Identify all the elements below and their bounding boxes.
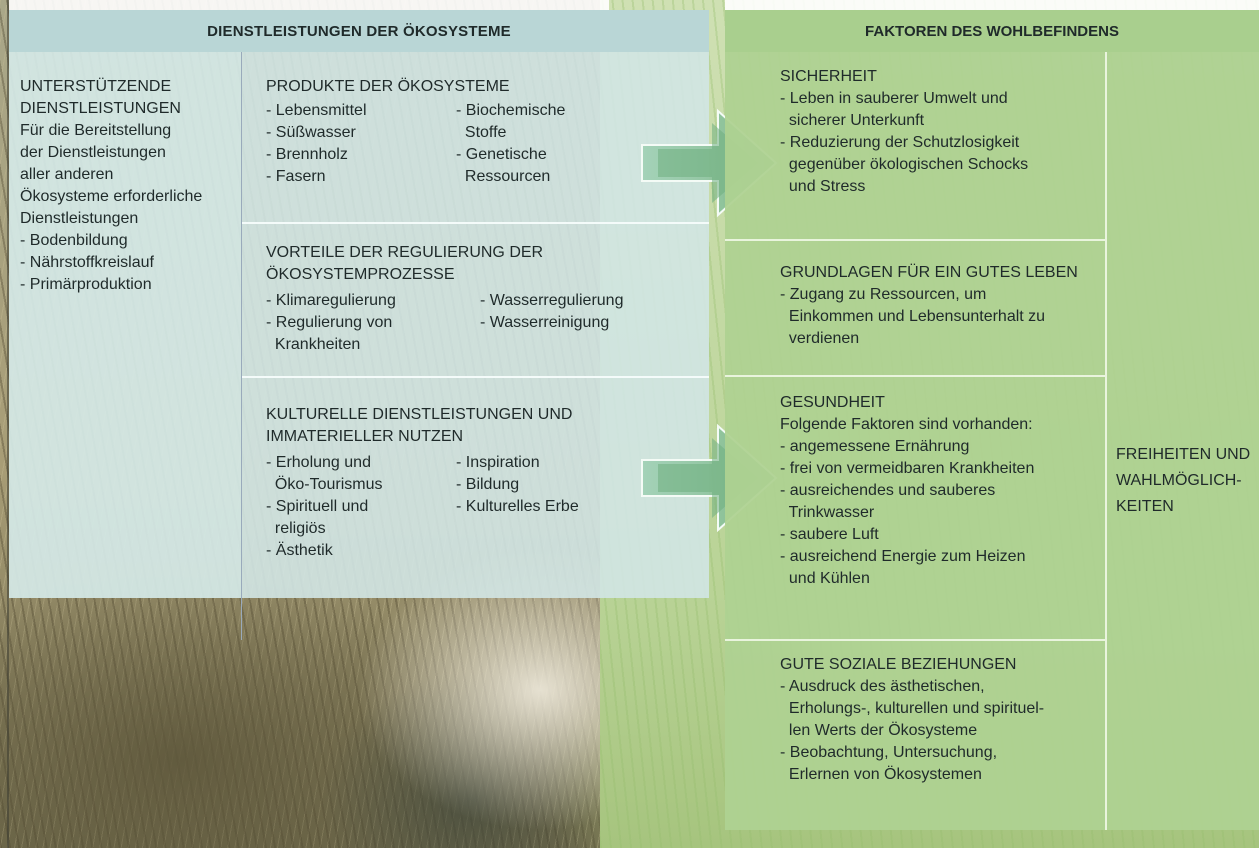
top-margin-left [9,0,609,10]
supporting-services-text: UNTERSTÜTZENDE DIENSTLEISTUNGEN Für die … [20,78,203,293]
ecosystem-services-header: DIENSTLEISTUNGEN DER ÖKOSYSTEME [9,10,709,52]
products-title: PRODUKTE DER ÖKOSYSTEME [266,78,510,95]
social-text: GUTE SOZIALE BEZIEHUNGEN - Ausdruck des … [780,656,1045,783]
freedom-cell: FREIHEITEN UND WAHLMÖGLICH- KEITEN [1107,52,1259,830]
wellbeing-factors-column: SICHERHEIT - Leben in sauberer Umwelt un… [725,52,1105,830]
divider-security-basics [725,239,1105,241]
cultural-list-1: - Erholung und Öko-Tourismus - Spirituel… [266,454,383,559]
products-list-1: - Lebensmittel - Süßwasser - Brennholz -… [266,102,367,185]
health-text: GESUNDHEIT Folgende Faktoren sind vorhan… [780,394,1035,587]
cultural-title: KULTURELLE DIENSTLEISTUNGEN UND IMMATERI… [266,406,573,445]
ecosystem-services-column: PRODUKTE DER ÖKOSYSTEME - Lebensmittel -… [242,52,709,598]
supporting-services-cell: UNTERSTÜTZENDE DIENSTLEISTUNGEN Für die … [9,52,241,598]
regulation-list-1: - Klimaregulierung - Regulierung von Kra… [266,292,396,353]
security-text: SICHERHEIT - Leben in sauberer Umwelt un… [780,68,1029,195]
top-margin-right [725,0,1259,10]
wellbeing-header: FAKTOREN DES WOHLBEFINDENS [725,10,1259,52]
divider-products-regulation [242,222,709,224]
cultural-list-2: - Inspiration - Bildung - Kulturelles Er… [456,454,579,515]
regulation-title: VORTEILE DER REGULIERUNG DER ÖKOSYSTEMPR… [266,244,544,283]
left-column-divider [241,52,242,640]
divider-regulation-cultural [242,376,709,378]
basics-text: GRUNDLAGEN FÜR EIN GUTES LEBEN - Zugang … [780,264,1078,347]
products-list-2: - Biochemische Stoffe - Genetische Resso… [456,102,566,185]
freedom-text: FREIHEITEN UND WAHLMÖGLICH- KEITEN [1116,446,1251,515]
ecosystem-services-panel: DIENSTLEISTUNGEN DER ÖKOSYSTEME UNTERSTÜ… [9,10,709,598]
divider-basics-health [725,375,1105,377]
left-border-line [7,0,9,848]
regulation-list-2: - Wasserregulierung - Wasserreinigung [480,292,624,331]
right-column-divider [1105,52,1107,830]
divider-health-social [725,639,1105,641]
